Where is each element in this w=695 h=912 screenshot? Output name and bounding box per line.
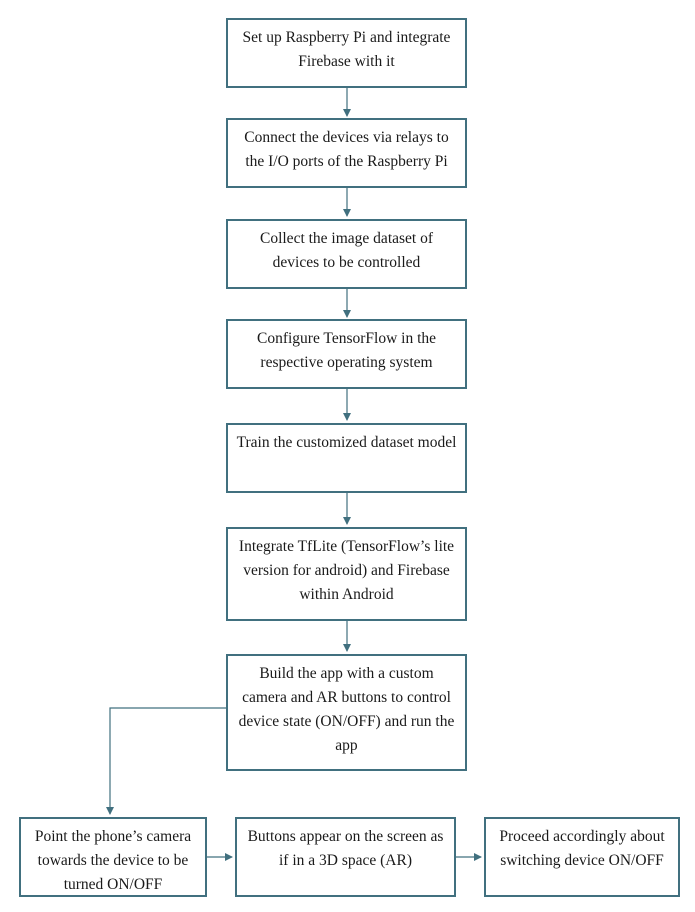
step-integrate-tflite-text: Integrate TfLite (TensorFlow’s lite vers…: [238, 538, 455, 603]
step-integrate-tflite: Integrate TfLite (TensorFlow’s lite vers…: [226, 527, 467, 621]
arrow-step7-to-bottom1: [106, 707, 226, 815]
step-point-camera: Point the phone’s camera towards the dev…: [19, 817, 207, 897]
step-buttons-appear-text: Buttons appear on the screen as if in a …: [247, 828, 444, 869]
step-train-model: Train the customized dataset model: [226, 423, 467, 493]
step-buttons-appear: Buttons appear on the screen as if in a …: [235, 817, 456, 897]
step-raspberry-pi-setup: Set up Raspberry Pi and integrate Fireba…: [226, 18, 467, 88]
step-connect-devices: Connect the devices via relays to the I/…: [226, 118, 467, 188]
step-collect-dataset-text: Collect the image dataset of devices to …: [259, 230, 434, 271]
step-train-model-text: Train the customized dataset model: [236, 434, 457, 451]
step-raspberry-pi-setup-text: Set up Raspberry Pi and integrate Fireba…: [242, 29, 451, 70]
step-point-camera-text: Point the phone’s camera towards the dev…: [34, 828, 192, 893]
step-connect-devices-text: Connect the devices via relays to the I/…: [244, 129, 449, 170]
step-configure-tensorflow: Configure TensorFlow in the respective o…: [226, 319, 467, 389]
step-build-app-text: Build the app with a custom camera and A…: [238, 665, 455, 754]
step-build-app: Build the app with a custom camera and A…: [226, 654, 467, 771]
step-proceed-switching: Proceed accordingly about switching devi…: [484, 817, 680, 897]
step-collect-dataset: Collect the image dataset of devices to …: [226, 219, 467, 289]
step-configure-tensorflow-text: Configure TensorFlow in the respective o…: [256, 330, 436, 371]
step-proceed-switching-text: Proceed accordingly about switching devi…: [499, 828, 665, 869]
